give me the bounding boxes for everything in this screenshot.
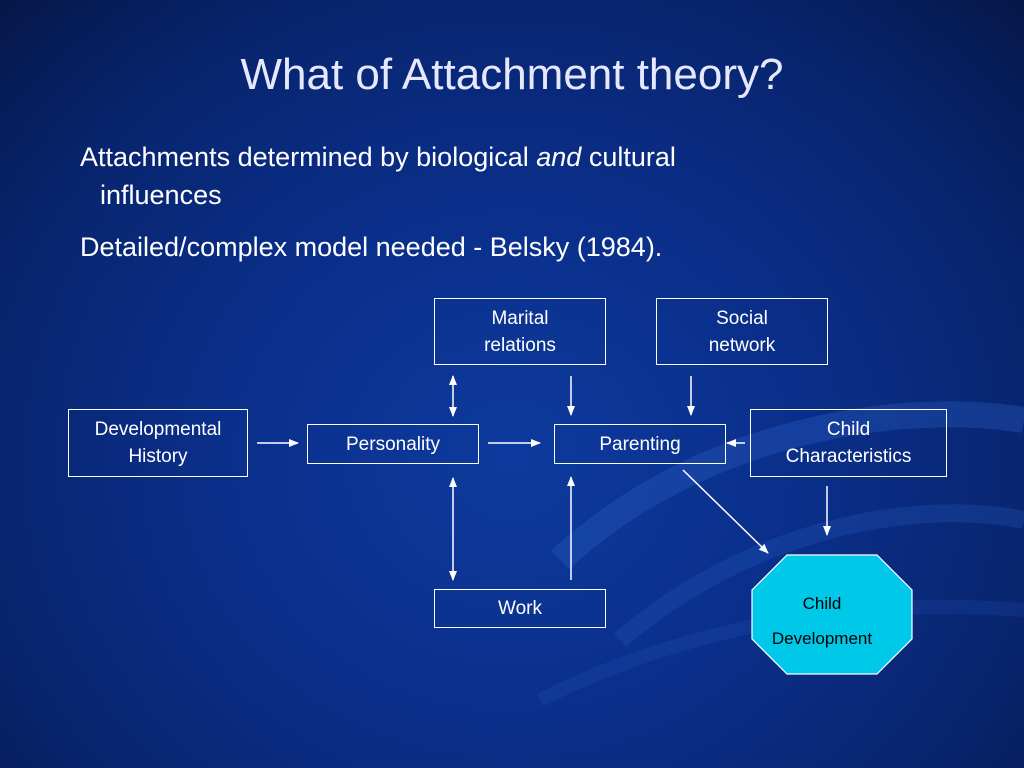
parenting-label: Parenting <box>599 433 681 455</box>
social-line2: network <box>708 334 776 356</box>
social-line1: Social <box>716 307 768 329</box>
child-characteristics-line2: Characteristics <box>785 446 912 467</box>
bullet-model: Detailed/complex model needed - Belsky (… <box>80 232 663 262</box>
developmental-history-line1: Developmental <box>94 419 222 440</box>
bullet1-text-end: cultural <box>581 142 676 172</box>
work-label: Work <box>498 598 542 619</box>
slide-title: What of Attachment theory? <box>240 50 784 99</box>
child-development-line2: Development <box>771 629 873 648</box>
box-parenting: Parenting <box>554 424 726 464</box>
box-social-network: Social network <box>656 298 828 365</box>
bullet1-emphasis: and <box>536 142 582 172</box>
box-developmental-history: Developmental History <box>68 409 248 477</box>
child-characteristics-line1: Child <box>826 419 871 440</box>
child-development-line1: Child <box>802 594 842 613</box>
personality-label: Personality <box>346 433 440 455</box>
bullet-attachments: Attachments determined by biological and… <box>80 138 880 214</box>
marital-line1: Marital <box>491 307 549 329</box>
bullet1-text: Attachments determined by biological <box>80 142 537 172</box>
arrow-parenting-development <box>682 469 769 554</box>
child-development-label: Child Development <box>751 586 893 656</box>
box-work: Work <box>434 589 606 628</box>
developmental-history-line2: History <box>128 446 188 467</box>
box-marital-relations: Marital relations <box>434 298 606 365</box>
box-personality: Personality <box>307 424 479 464</box>
marital-line2: relations <box>484 334 556 356</box>
child-development-octagon <box>751 554 913 675</box>
bullet1-continuation: influences <box>100 180 222 210</box>
box-child-characteristics: Child Characteristics <box>750 409 947 477</box>
